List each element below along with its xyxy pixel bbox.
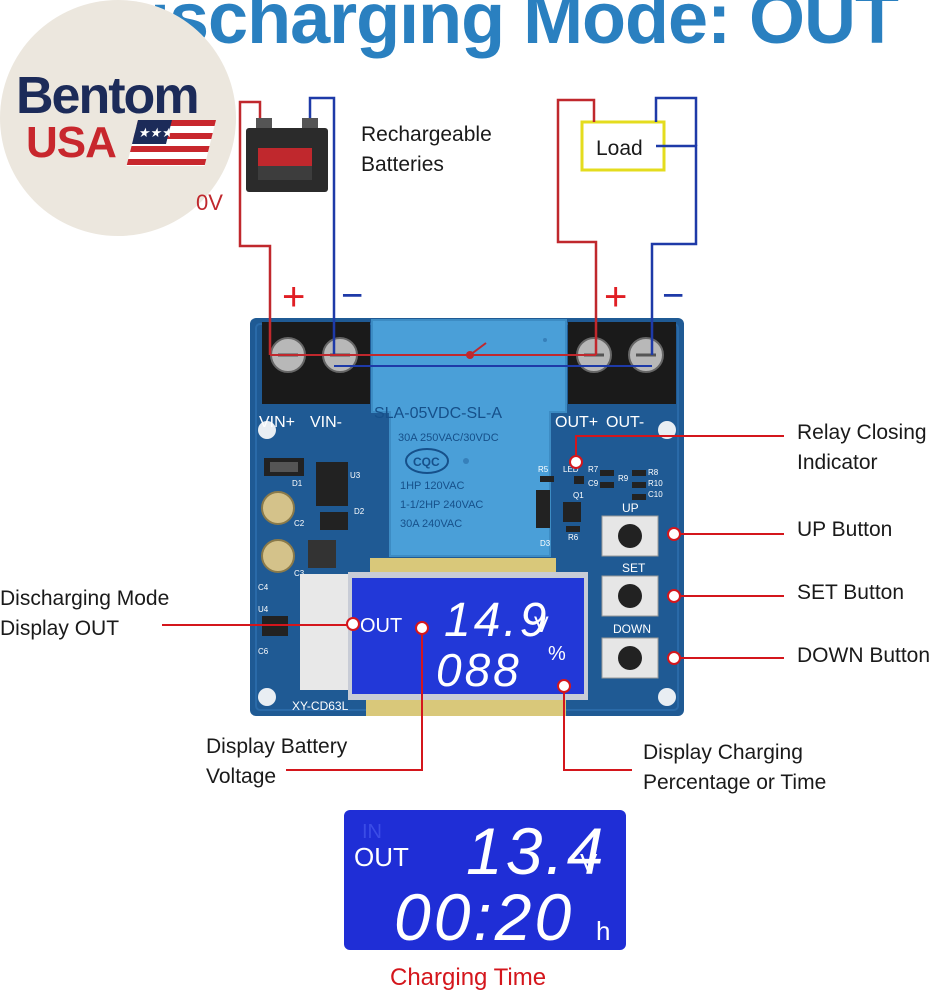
vin-minus-mark: − — [341, 275, 363, 317]
relay-rating: 30A 250VAC/30VDC — [398, 432, 499, 444]
down-button-cap — [618, 646, 642, 670]
bottom-lcd-voltage-unit: V — [580, 848, 598, 878]
wire-battery-minus — [308, 96, 336, 355]
callout-relay-indicator — [575, 435, 784, 458]
brand-logo-badge — [0, 0, 236, 236]
label-down-button: DOWN Button — [797, 644, 931, 667]
terminal-label-out-minus: OUT- — [606, 414, 644, 431]
component-label: ★★★ — [137, 126, 176, 141]
brand-logo-country: USA — [26, 118, 117, 167]
up-button-cap — [618, 524, 642, 548]
label-charging-display: Display Charging Percentage or Time — [643, 741, 827, 794]
component-label: Q1 — [573, 491, 584, 500]
diode-d2 — [320, 512, 348, 530]
up-label: UP — [622, 501, 639, 515]
brand-logo-name: Bentom — [16, 67, 200, 125]
component-label: D3 — [540, 539, 551, 548]
bottom-lcd-time: 00:20 — [394, 880, 574, 954]
chip-u3 — [316, 462, 348, 506]
mount-hole — [658, 421, 676, 439]
component-label: D2 — [354, 507, 365, 516]
label-set-button: SET Button — [797, 581, 905, 604]
bottom-lcd-time-unit: h — [596, 916, 610, 946]
component-label: C2 — [294, 519, 305, 528]
component-label: C4 — [258, 583, 269, 592]
capacitor-c2 — [261, 491, 295, 525]
board-lcd-mode: OUT — [360, 615, 402, 637]
component-label: C10 — [648, 490, 663, 499]
component-label: R5 — [538, 465, 549, 474]
component-label: D1 — [292, 479, 303, 488]
label-relay-indicator: Relay Closing Indicator — [797, 421, 927, 474]
board-lcd-voltage-unit: V — [534, 612, 549, 637]
load-label: Load — [596, 137, 643, 160]
component-label: R10 — [648, 479, 663, 488]
relay-cert-mark — [405, 448, 449, 474]
set-button-cap — [618, 584, 642, 608]
bottom-lcd-mode: OUT — [354, 842, 409, 872]
board-model: XY-CD63L — [292, 699, 349, 713]
label-rechargeable-batteries: Rechargeable Batteries — [361, 123, 492, 176]
component-label: U3 — [350, 471, 361, 480]
out-plus-mark: + — [604, 275, 627, 319]
relay-cert: CQC — [413, 455, 440, 469]
callout-charging-display — [563, 690, 632, 771]
component-label: C3 — [294, 569, 305, 578]
bottom-lcd-faded-in: IN — [362, 821, 382, 843]
relay — [371, 319, 567, 557]
callout-battery-voltage — [286, 632, 423, 771]
label-discharging-mode: Discharging Mode Display OUT — [0, 587, 170, 640]
board-lcd-voltage: 14.9 — [444, 594, 549, 647]
component-label: R8 — [648, 468, 659, 477]
component-label: R6 — [568, 533, 579, 542]
charging-time-lcd — [344, 810, 626, 950]
capacitor-c3 — [261, 539, 295, 573]
component-label: R7 — [588, 465, 599, 474]
mount-hole — [658, 688, 676, 706]
component-label: U4 — [258, 605, 269, 614]
board-lcd-percent: 088 — [436, 644, 522, 696]
label-battery-voltage: Display Battery Voltage — [206, 735, 348, 788]
label-up-button: UP Button — [797, 518, 893, 541]
lcd-pins-top — [370, 558, 556, 574]
out-minus-mark: − — [662, 275, 684, 317]
relay-indicator-led — [574, 476, 584, 484]
relay-model: SLA-05VDC-SL-A — [374, 405, 502, 422]
relay-line-2: 1-1/2HP 240VAC — [400, 499, 483, 511]
wire-load-minus — [650, 144, 698, 355]
terminal-label-vin-minus: VIN- — [310, 414, 342, 431]
page-title: ischarging Mode: OUT — [150, 0, 899, 59]
inductor — [308, 540, 336, 568]
flag-icon: ★★★ — [126, 120, 216, 166]
mount-hole — [258, 688, 276, 706]
component-label: C9 — [588, 479, 599, 488]
lcd-ribbon — [300, 574, 348, 690]
cropped-text: 0V — [196, 190, 223, 215]
board-lcd-percent-unit: % — [548, 643, 566, 665]
down-label: DOWN — [613, 622, 651, 636]
relay-line-1: 1HP 120VAC — [400, 480, 464, 492]
wire-battery-plus — [238, 100, 272, 355]
set-label: SET — [622, 561, 646, 575]
relay-line-3: 30A 240VAC — [400, 518, 462, 530]
vin-plus-mark: + — [282, 275, 305, 319]
terminal-label-out-plus: OUT+ — [555, 414, 598, 431]
component-label: C6 — [258, 647, 269, 656]
diode-d3 — [536, 490, 550, 528]
caption-charging-time: Charging Time — [390, 964, 547, 991]
component-label: LED — [563, 465, 579, 474]
lcd-pins-bottom — [366, 700, 566, 716]
transistor-q1 — [563, 502, 581, 522]
board-lcd-screen — [352, 578, 584, 694]
mount-hole — [258, 421, 276, 439]
terminal-label-vin-plus: VIN+ — [259, 414, 295, 431]
bottom-lcd-voltage: 13.4 — [466, 814, 606, 888]
wire-load-plus — [556, 98, 598, 355]
component-label: R9 — [618, 474, 629, 483]
